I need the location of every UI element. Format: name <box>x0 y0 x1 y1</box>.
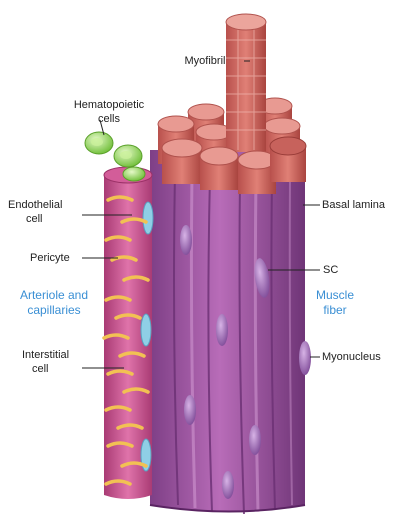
arteriole-label-line1: Arteriole and <box>5 288 103 303</box>
myofibril-label: Myofibril <box>170 54 240 68</box>
pericyte-label: Pericyte <box>30 251 70 265</box>
interstitial-label-line2: cell <box>22 362 69 376</box>
interstitial-label-line1: Interstitial <box>22 348 69 362</box>
arteriole-label: Arteriole and capillaries <box>5 288 103 318</box>
muscle-fiber-label: Muscle fiber <box>310 288 360 318</box>
interstitial-label: Interstitial cell <box>22 348 69 376</box>
endothelial-label-line2: cell <box>8 212 62 226</box>
hematopoietic-label-line2: cells <box>64 112 154 126</box>
basal-lamina-label: Basal lamina <box>322 198 385 212</box>
arteriole <box>104 167 153 499</box>
hematopoietic-label: Hematopoietic cells <box>64 98 154 126</box>
hematopoietic-label-line1: Hematopoietic <box>64 98 154 112</box>
endothelial-label-line1: Endothelial <box>8 198 62 212</box>
myonucleus-label: Myonucleus <box>322 350 381 364</box>
sc-label: SC <box>323 263 338 277</box>
myofibrils <box>158 14 306 194</box>
endothelial-label: Endothelial cell <box>8 198 62 226</box>
muscle-fiber-label-line1: Muscle <box>310 288 360 303</box>
arteriole-label-line2: capillaries <box>5 303 103 318</box>
muscle-fiber-label-line2: fiber <box>310 303 360 318</box>
